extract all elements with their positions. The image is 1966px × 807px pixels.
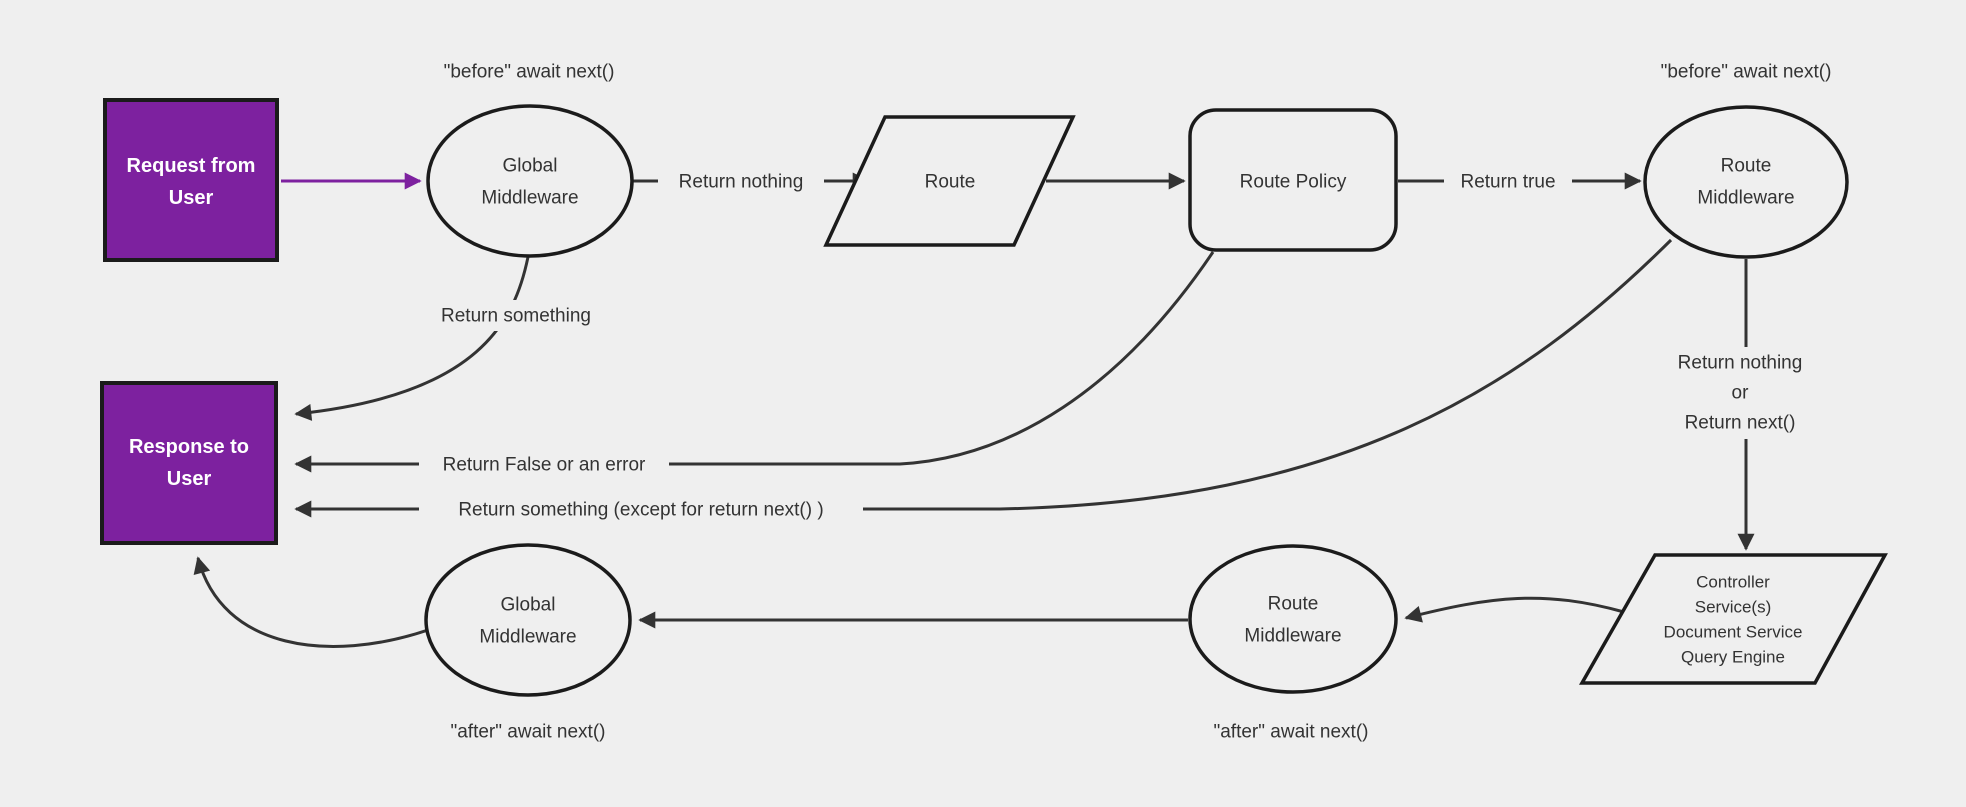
node-label: Middleware	[1244, 626, 1341, 647]
node-label: Service(s)	[1695, 598, 1772, 617]
edge-label-text: Return next()	[1685, 413, 1796, 434]
edge-label-return-nothing-top: Return nothing	[658, 166, 824, 197]
node-label: Route Policy	[1240, 172, 1347, 193]
edge-global-middleware-bottom-to-response	[193, 556, 429, 648]
edge-label-return-something-except: Return something (except for return next…	[419, 494, 863, 525]
node-label: Middleware	[481, 188, 578, 209]
node-label: Request from	[127, 155, 256, 177]
node-request-from-user	[103, 98, 279, 262]
edge-label-text: Return nothing	[679, 172, 804, 193]
node-label: Document Service	[1664, 623, 1803, 642]
edge-route-middleware-to-response	[294, 238, 1673, 518]
node-global-middleware-bottom	[424, 543, 632, 697]
node-response-to-user	[100, 381, 278, 545]
node-controller-services	[1578, 553, 1888, 685]
edge-label-return-nothing-or-next: Return nothing or Return next()	[1650, 347, 1830, 439]
annotation-before-await-right: "before" await next()	[1661, 62, 1832, 83]
node-label: Controller	[1696, 573, 1770, 592]
node-global-middleware-top	[426, 104, 634, 258]
label-background	[1650, 347, 1830, 439]
node-label: Middleware	[1697, 188, 1794, 209]
edge-label-return-false-or-error: Return False or an error	[419, 449, 669, 480]
node-label: Route	[925, 172, 976, 193]
node-label: Query Engine	[1681, 648, 1785, 667]
node-label: User	[169, 187, 214, 209]
node-label: Global	[503, 156, 558, 177]
annotation-after-await-left: "after" await next()	[451, 722, 606, 743]
node-label: Middleware	[479, 627, 576, 648]
edge-label-text: Return something	[441, 306, 591, 327]
label-background	[419, 449, 669, 480]
edge-label-text: Return nothing	[1678, 353, 1803, 374]
edge-label-return-true: Return true	[1444, 166, 1572, 197]
node-label: Response to	[129, 436, 249, 458]
node-label: Route	[1721, 156, 1772, 177]
annotation-after-await-right: "after" await next()	[1214, 722, 1369, 743]
annotation-before-await-left: "before" await next()	[444, 62, 615, 83]
node-label: Global	[501, 595, 556, 616]
edge-label-text: or	[1732, 383, 1750, 404]
edge-label-text: Return False or an error	[443, 455, 646, 476]
label-background	[419, 494, 863, 525]
node-route-middleware-top	[1643, 105, 1849, 259]
edge-label-text: Return true	[1460, 172, 1555, 193]
label-background	[1444, 166, 1572, 197]
edge-label-text: Return something (except for return next…	[458, 500, 823, 521]
node-route-middleware-bottom	[1188, 544, 1398, 694]
node-route	[823, 115, 1076, 247]
edge-global-middleware-to-response	[294, 256, 530, 421]
node-label: Route	[1268, 594, 1319, 615]
edge-controller-to-route-middleware-bottom	[1404, 596, 1625, 623]
label-background	[658, 166, 824, 197]
edge-route-policy-to-response	[294, 251, 1215, 473]
node-route-policy	[1188, 108, 1398, 252]
node-label: User	[167, 468, 212, 490]
label-background	[418, 300, 614, 331]
edge-label-return-something: Return something	[418, 300, 614, 331]
